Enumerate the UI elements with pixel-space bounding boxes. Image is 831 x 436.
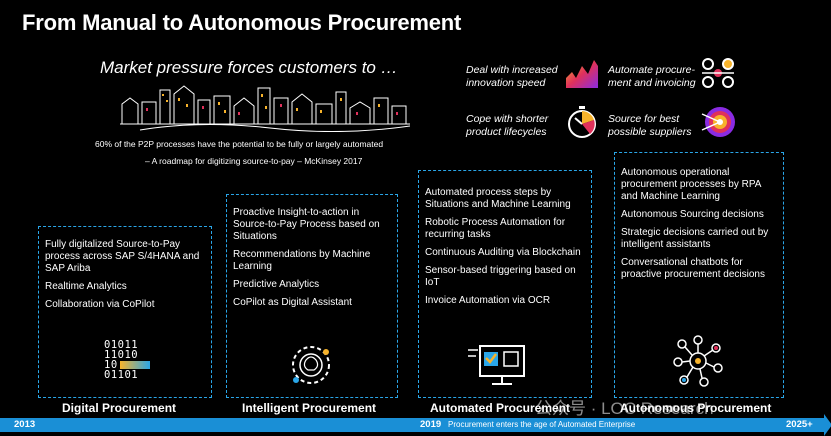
list-item: Continuous Auditing via Blockchain xyxy=(425,247,581,258)
list-item: Recommendations by Machine Learning xyxy=(233,249,371,272)
list-item: Conversational chatbots for proactive pr… xyxy=(621,257,765,280)
list-item: Predictive Analytics xyxy=(233,279,320,290)
timeline-milestone-text: Procurement enters the age of Automated … xyxy=(448,420,636,429)
pressure-automate-procurement: Automate procure-ment and invoicing xyxy=(608,64,696,89)
stage-label-autonomous: Autonomous Procurement xyxy=(620,401,772,415)
page-title: From Manual to Autonomous Procurement xyxy=(22,10,462,35)
gears-icon xyxy=(702,58,734,88)
list-item: Proactive Insight-to-action in Source-to… xyxy=(233,207,380,242)
list-item: CoPilot as Digital Assistant xyxy=(233,297,352,308)
monitor-checklist-icon xyxy=(468,345,525,385)
stage-label-digital: Digital Procurement xyxy=(62,401,177,415)
timeline-bar xyxy=(0,418,824,432)
stopwatch-icon xyxy=(568,106,596,138)
pressure-innovation-speed: Deal with increased innovation speed xyxy=(466,64,558,89)
rising-chart-icon xyxy=(566,60,598,88)
mckinsey-source: – A roadmap for digitizing source-to-pay… xyxy=(145,156,363,166)
city-skyline-illustration xyxy=(120,85,410,132)
list-item: Autonomous Sourcing decisions xyxy=(621,209,764,220)
list-item: Robotic Process Automation for recurring… xyxy=(425,217,566,240)
mckinsey-quote: 60% of the P2P processes have the potent… xyxy=(95,139,384,149)
stage-autonomous-procurement: Autonomous operational procurement proce… xyxy=(614,152,784,398)
pressure-best-suppliers: Source for best possible suppliers xyxy=(608,113,692,138)
timeline-start-year: 2013 xyxy=(14,419,36,430)
target-icon xyxy=(701,107,735,137)
pressure-product-lifecycles: Cope with shorter product lifecycles xyxy=(466,113,549,138)
binary-data-icon: 01011 11010 10 01101 xyxy=(104,340,150,380)
timeline-milestone-year: 2019 xyxy=(420,419,442,430)
stage-automated-procurement: Automated process steps by Situations an… xyxy=(418,170,592,398)
list-item: Automated process steps by Situations an… xyxy=(425,187,571,210)
list-item: Autonomous operational procurement proce… xyxy=(621,167,761,202)
list-item: Realtime Analytics xyxy=(45,281,127,292)
network-brain-icon xyxy=(673,335,723,387)
brain-gear-icon xyxy=(292,346,330,384)
list-item: Fully digitalized Source-to-Pay process … xyxy=(45,239,200,274)
timeline-arrow-icon xyxy=(824,414,831,436)
list-item: Collaboration via CoPilot xyxy=(45,299,155,310)
timeline-end-year: 2025+ xyxy=(786,419,813,430)
list-item: Strategic decisions carried out by intel… xyxy=(621,227,769,250)
page-subtitle: Market pressure forces customers to … xyxy=(100,58,398,77)
stage-intelligent-procurement: Proactive Insight-to-action in Source-to… xyxy=(226,194,398,398)
stage-digital-procurement: Fully digitalized Source-to-Pay process … xyxy=(38,226,212,398)
list-item: Sensor-based triggering based on IoT xyxy=(425,265,576,288)
list-item: Invoice Automation via OCR xyxy=(425,295,551,306)
stage-label-automated: Automated Procurement xyxy=(430,401,571,415)
watermark: 公众号 · LOC Research xyxy=(535,399,714,418)
stage-label-intelligent: Intelligent Procurement xyxy=(242,401,377,415)
